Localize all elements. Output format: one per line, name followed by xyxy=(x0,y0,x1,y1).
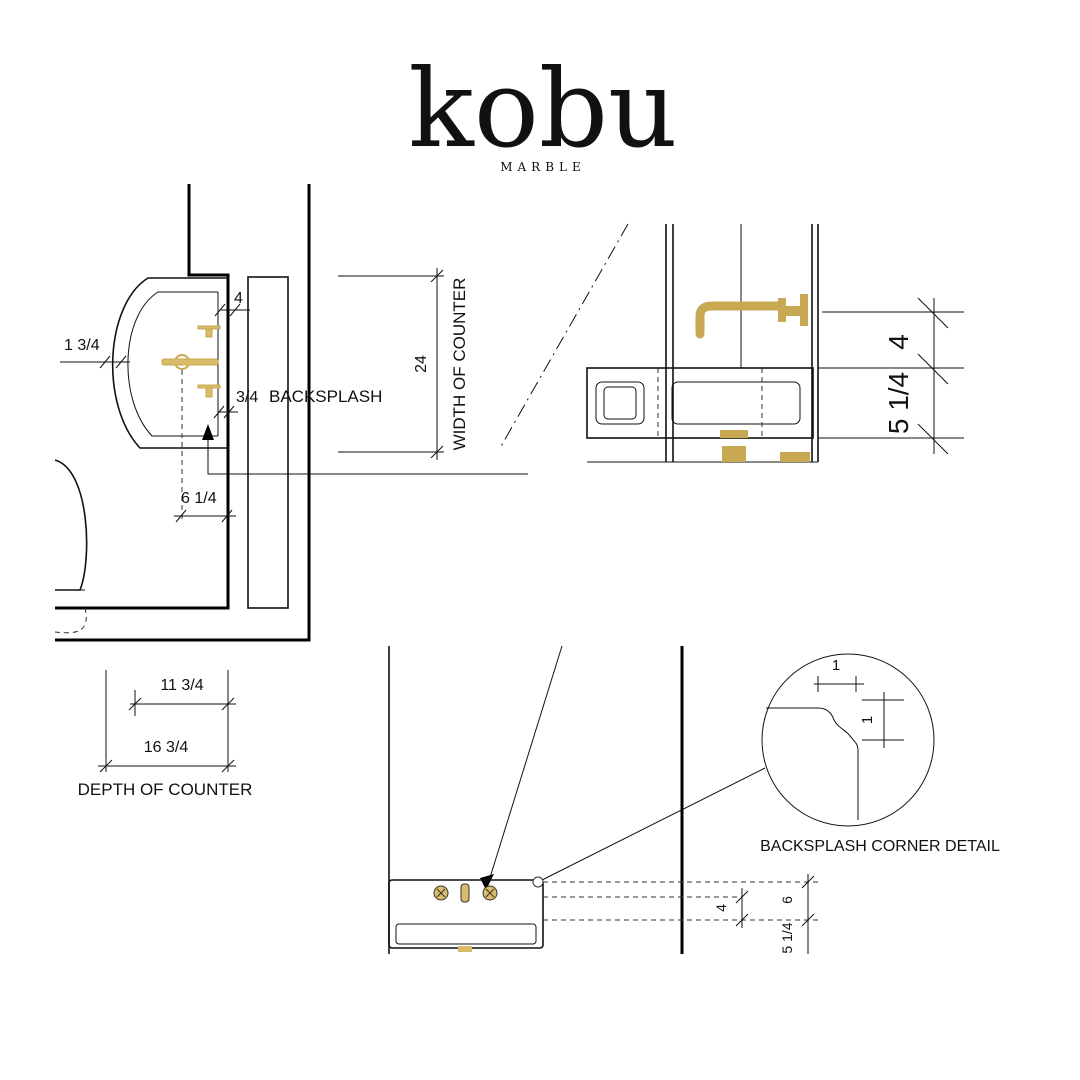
dim-small-5-1-4: 5 1/4 xyxy=(779,922,795,953)
faucet-spout xyxy=(161,358,219,366)
corner-detail-title: BACKSPLASH CORNER DETAIL xyxy=(760,838,1000,855)
faucet-spout-zoom xyxy=(695,301,785,339)
brand-sub: MARBLE xyxy=(500,160,586,174)
dim-detail-1b: 1 xyxy=(859,716,876,724)
dim-plan-1-3-4: 1 3/4 xyxy=(64,337,100,354)
basin-slot xyxy=(671,381,801,425)
brand-name: kobu xyxy=(408,47,677,172)
elevation-zoom: 4 5 1/4 xyxy=(499,223,964,463)
detail-leader xyxy=(541,767,766,881)
dim-plan-24: 24 xyxy=(413,355,430,373)
toilet-outline xyxy=(54,459,88,591)
backsplash-label: BACKSPLASH xyxy=(269,387,382,406)
side-panel xyxy=(247,276,289,609)
dim-small-4: 4 xyxy=(713,904,729,912)
dim-small-6: 6 xyxy=(779,896,795,904)
backsplash-leader xyxy=(207,430,528,475)
brand-logo: kobu MARBLE xyxy=(408,47,677,174)
outer-wall xyxy=(55,184,311,642)
faucet-icon xyxy=(460,883,470,903)
section-line xyxy=(499,223,629,449)
depth-of-counter-label: DEPTH OF COUNTER xyxy=(78,780,253,799)
basin-inner xyxy=(127,291,218,437)
basin-outer xyxy=(111,277,228,449)
elevation-small: 4 6 5 1/4 xyxy=(388,645,820,954)
faucet-leader xyxy=(487,645,563,885)
corner-detail: 1 1 BACKSPLASH CORNER DETAIL xyxy=(541,653,1000,881)
width-of-counter-label: WIDTH OF COUNTER xyxy=(450,278,469,451)
dim-plan-4: 4 xyxy=(234,290,243,307)
arrow-icon xyxy=(202,424,214,440)
inner-wall xyxy=(55,184,230,610)
dim-zoom-5-1-4: 5 1/4 xyxy=(883,372,914,434)
dim-plan-6-1-4: 6 1/4 xyxy=(181,490,217,507)
dim-plan-16-3-4: 16 3/4 xyxy=(144,739,189,756)
dim-detail-1a: 1 xyxy=(832,657,840,674)
dim-plan-3-4: 3/4 xyxy=(236,389,258,406)
dim-zoom-4: 4 xyxy=(883,334,914,350)
counter-block xyxy=(586,367,814,439)
detail-circle xyxy=(761,653,935,827)
drain-fitting xyxy=(722,446,746,462)
dim-plan-11-3-4: 11 3/4 xyxy=(160,677,203,694)
corner-profile xyxy=(766,707,859,820)
plan-view: 4 1 3/4 3/4 BACKSPLASH 6 1/4 24 WIDTH OF… xyxy=(54,184,528,799)
